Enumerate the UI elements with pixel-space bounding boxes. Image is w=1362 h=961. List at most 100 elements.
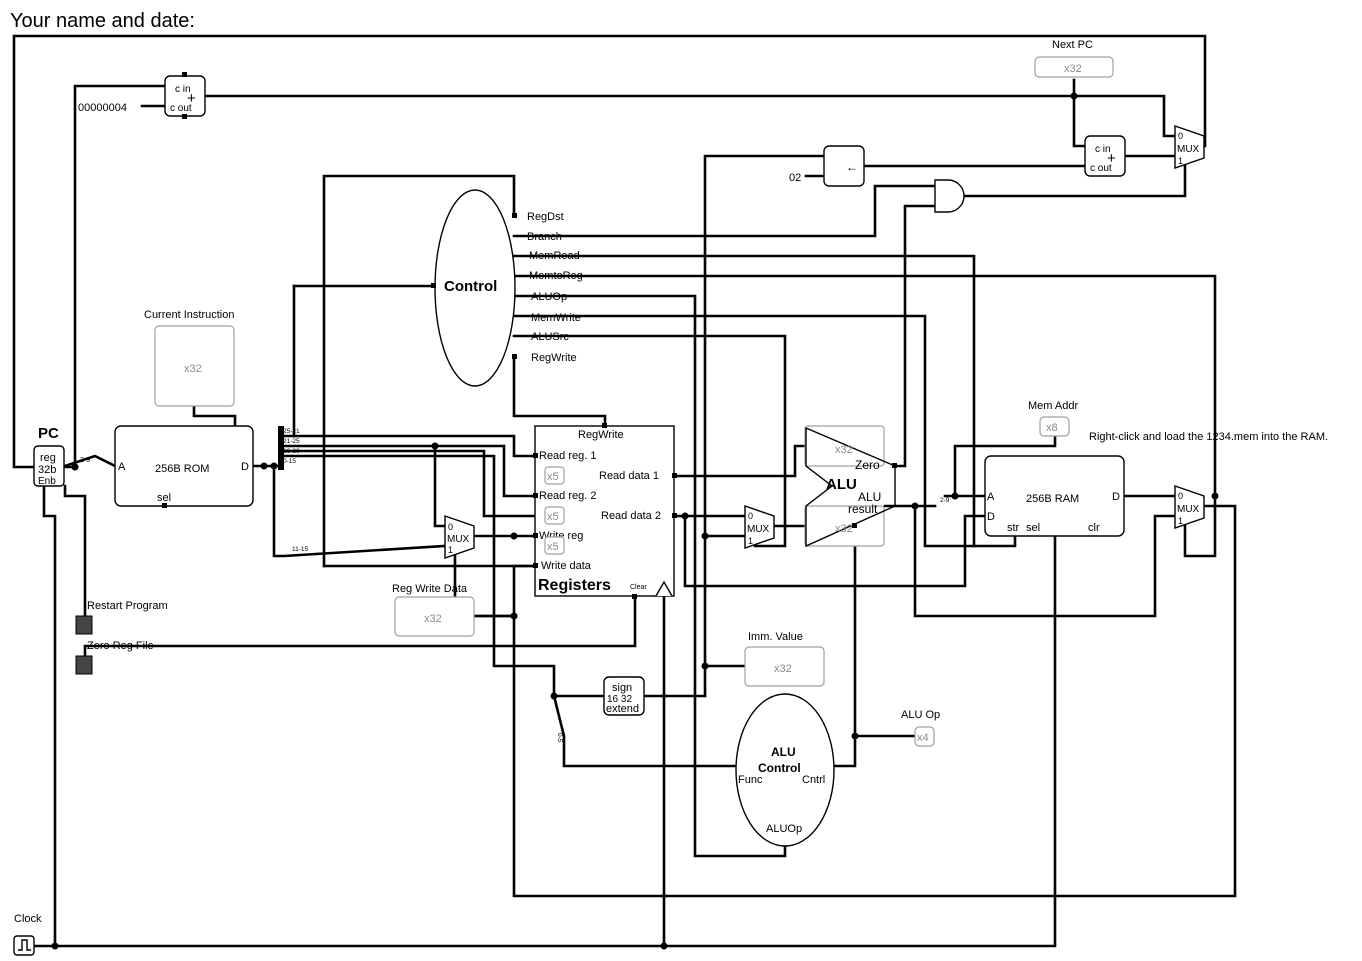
pc-adder-plus: + — [187, 90, 196, 107]
pc-adder-cout: c out — [170, 103, 192, 114]
alu-control-func-pin: Func — [738, 774, 763, 786]
control-signal-memwrite: MemWrite — [531, 312, 581, 324]
clock-source[interactable]: Clock — [13, 913, 42, 956]
alu: x32 x32 ALU Zero ALU result — [804, 425, 897, 548]
imm-value-title: Imm. Value — [748, 631, 803, 643]
memtoreg-mux-label: MUX — [1177, 504, 1200, 515]
pc-title: PC — [38, 425, 59, 442]
rom-label: 256B ROM — [155, 463, 209, 475]
clock-wave-icon — [18, 939, 31, 951]
registers-read-reg-1: Read reg. 1 — [539, 450, 596, 462]
reg-write-data-value: x32 — [424, 613, 442, 625]
control-signal-memread: MemRead — [529, 250, 580, 262]
ram-a-pin: A — [987, 491, 995, 503]
ram-label: 256B RAM — [1026, 493, 1079, 505]
registers-read-data-2: Read data 2 — [601, 510, 661, 522]
rr2-probe-value: x5 — [547, 511, 559, 523]
wire-junctions — [51, 92, 1219, 950]
pc-splitter-label: 2-9 — [80, 457, 90, 464]
memtoreg-mux: 0 MUX 1 — [1174, 485, 1205, 529]
ram-load-note: Right-click and load the 1234.mem into t… — [1089, 431, 1328, 443]
clock-label: Clock — [14, 913, 42, 925]
zero-reg-file-button[interactable]: Zero Reg File — [75, 640, 154, 675]
wires — [12, 34, 1237, 948]
splitter-bits-11-15: 11-15 — [292, 546, 309, 553]
instruction-rom[interactable]: 256B ROM A D sel — [114, 425, 254, 508]
branch-and-gate — [934, 179, 965, 213]
alusrc-mux-zero: 0 — [748, 511, 753, 521]
pc-register[interactable]: PC reg 32b Enb — [33, 425, 65, 487]
current-instruction-probe: Current Instruction x32 — [144, 309, 235, 407]
registers-title: Registers — [538, 577, 611, 594]
reg-write-data-title: Reg Write Data — [392, 583, 468, 595]
alusrc-mux-label: MUX — [747, 524, 770, 535]
mem-addr-value: x8 — [1046, 422, 1058, 434]
wr-probe-value: x5 — [547, 541, 559, 553]
alu-a-probe-value: x32 — [835, 444, 853, 456]
alu-control-title-1: ALU — [771, 745, 796, 759]
sign-extend-unit: sign 16 32 extend — [603, 676, 645, 716]
splitter-bits-0-15: 0-15 — [283, 458, 296, 465]
alu-title: ALU — [826, 476, 857, 493]
shift-left-unit: ← — [823, 145, 865, 187]
zero-reg-file-label: Zero Reg File — [87, 640, 154, 652]
alu-result-label-1: ALU — [858, 490, 881, 504]
data-ram[interactable]: 256B RAM A D D str sel clr — [984, 455, 1125, 537]
pc-adder-cin: c in — [175, 84, 191, 95]
pc-bits-label: 32b — [38, 464, 56, 476]
rr1-probe-value: x5 — [547, 471, 559, 483]
alusrc-mux-one: 1 — [748, 536, 753, 546]
ram-str-pin: str — [1007, 522, 1020, 534]
sign-extend-label-1: sign — [612, 682, 632, 694]
splitter-bits-ram: 2-9 — [940, 497, 950, 504]
regdst-mux-zero: 0 — [448, 522, 453, 532]
page-title: Your name and date: — [10, 10, 195, 32]
control-unit: Control RegDst Branch MemRead MemtoReg A… — [431, 189, 583, 387]
alu-control-title-2: Control — [758, 761, 801, 775]
alu-control-unit: ALU Control Func Cntrl ALUOp — [735, 693, 835, 847]
next-pc-value: x32 — [1064, 63, 1082, 75]
ram-d-in-pin: D — [987, 511, 995, 523]
control-signal-alusrc: ALUSrc — [531, 331, 569, 343]
branch-adder-cout: c out — [1090, 163, 1112, 174]
ram-d-out-pin: D — [1112, 491, 1120, 503]
alu-zero-output: Zero — [855, 458, 880, 472]
constant-four: 00000004 — [78, 102, 127, 114]
imm-value-value: x32 — [774, 663, 792, 675]
pc-source-mux: 0 MUX 1 — [1174, 125, 1205, 169]
pc-adder: c in c out + — [164, 72, 206, 119]
pc-enable-label: Enb — [38, 476, 56, 487]
registers-clock-triangle — [655, 580, 673, 597]
alusrc-mux: 0 MUX 1 — [744, 505, 775, 549]
instruction-splitter: 25-21 21-25 16-20 0-15 11-15 0-5 2-9 — [278, 426, 950, 743]
pc-mux-label: MUX — [1177, 144, 1200, 155]
registers-read-reg-2: Read reg. 2 — [539, 490, 596, 502]
alu-op-value: x4 — [917, 732, 929, 744]
control-title: Control — [444, 278, 497, 295]
sign-extend-label-2: 16 32 — [607, 694, 632, 705]
current-instruction-value: x32 — [184, 363, 202, 375]
next-pc-title: Next PC — [1052, 39, 1093, 51]
control-signal-regdst: RegDst — [527, 211, 564, 223]
reg-write-data-probe: Reg Write Data x32 — [392, 583, 475, 637]
registers-regwrite-pin: RegWrite — [578, 429, 624, 441]
register-file: RegWrite Read reg. 1 Read reg. 2 Write r… — [533, 423, 677, 599]
current-instruction-title: Current Instruction — [144, 309, 234, 321]
rom-d-pin: D — [241, 461, 249, 473]
control-signal-aluop: ALUOp — [531, 291, 567, 303]
branch-adder-cin: c in — [1095, 144, 1111, 155]
branch-adder-plus: + — [1107, 150, 1116, 167]
next-pc-probe: Next PC x32 — [1034, 39, 1114, 78]
alu-control-aluop-pin: ALUOp — [766, 823, 802, 835]
sign-extend-label-3: extend — [606, 703, 639, 715]
control-signal-memtoreg: MemtoReg — [529, 270, 583, 282]
restart-program-button[interactable]: Restart Program — [75, 600, 168, 635]
branch-adder: c in c out + — [1084, 135, 1126, 177]
alu-op-probe: ALU Op x4 — [901, 709, 940, 747]
memtoreg-mux-one: 1 — [1178, 516, 1183, 526]
registers-clear-pin: Clear — [630, 584, 647, 591]
restart-program-label: Restart Program — [87, 600, 168, 612]
pc-reg-label: reg — [40, 452, 56, 464]
alu-result-label-2: result — [848, 502, 878, 516]
